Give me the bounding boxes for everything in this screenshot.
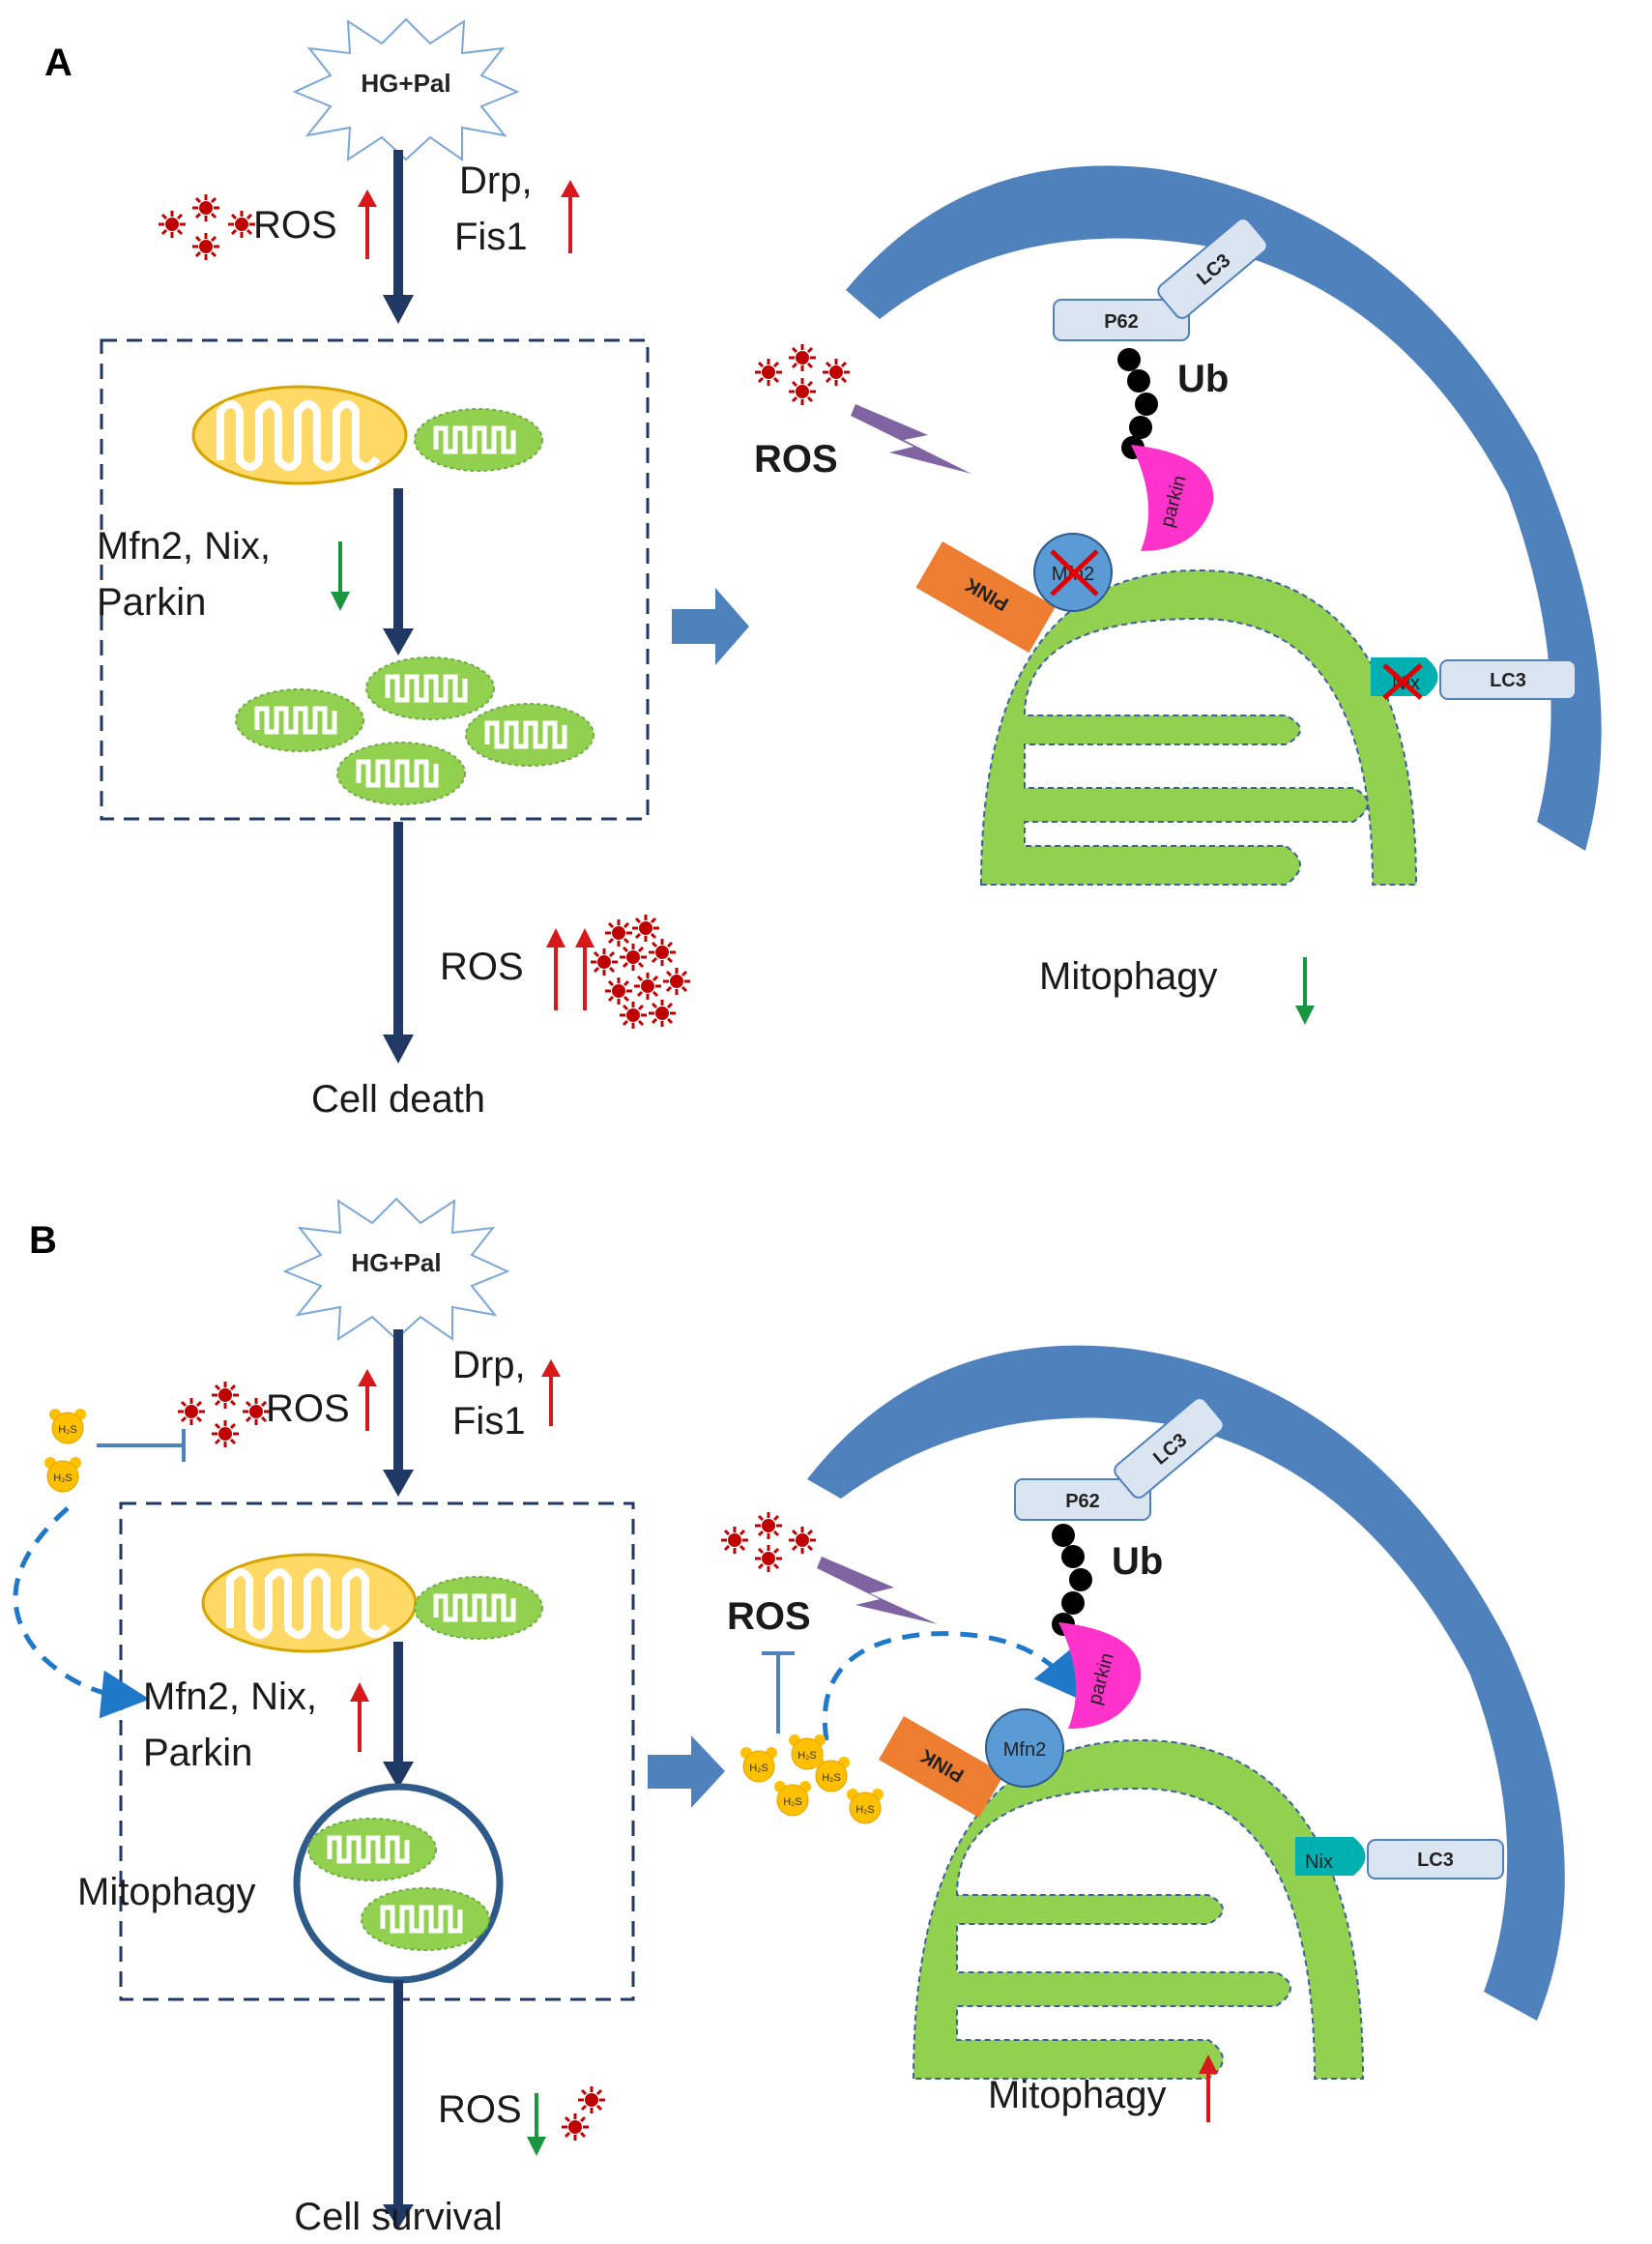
fission-label-1: Drp, — [452, 1344, 526, 1386]
mitochondrion-icon — [415, 409, 542, 471]
h2s-group-right — [739, 1734, 884, 1824]
ros-label: ROS — [266, 1387, 350, 1430]
nix-lc3-a: Nix LC3 — [1371, 657, 1577, 700]
pink-block-a: PINK — [915, 541, 1056, 654]
lightning-icon — [851, 404, 971, 474]
double-up-arrow-icon — [546, 928, 594, 1010]
cross-icon — [1050, 549, 1099, 597]
outcome-label: Cell survival — [294, 2196, 503, 2238]
up-arrow-icon — [358, 189, 377, 259]
ubiquitin-chain-b — [1052, 1524, 1092, 1636]
main-arrow-top-b — [383, 1329, 414, 1497]
ros-cluster-a — [589, 913, 692, 1031]
cross-icon — [1382, 663, 1423, 700]
lightning-icon — [817, 1557, 938, 1624]
block-arrow-right-a — [672, 588, 749, 665]
main-arrow-bottom-a — [383, 822, 414, 1064]
trigger-burst-a: HG+Pal — [292, 17, 520, 161]
ros-cluster-right-a — [753, 342, 852, 407]
phagophore-membrane-a — [846, 165, 1602, 851]
down-arrow-icon — [1295, 957, 1315, 1025]
ubiquitin-chain-a — [1117, 348, 1158, 459]
block-arrow-right-b — [648, 1735, 725, 1808]
outcome-label: Cell death — [311, 1078, 485, 1121]
large-mitochondrion-a — [979, 568, 1418, 886]
ros-cluster-right-b — [719, 1510, 818, 1574]
mitophagy-label: Mitophagy — [988, 2074, 1167, 2116]
inhibit-line-b — [97, 1429, 186, 1462]
panel-b-letter: B — [29, 1219, 57, 1262]
mfn-label-1: Mfn2, Nix, — [97, 525, 271, 568]
fused-mitochondrion-icon — [203, 1555, 416, 1651]
mfn2-active-b: Mfn2 — [985, 1708, 1064, 1788]
fission-label-2: Fis1 — [452, 1400, 526, 1443]
mfn2-label: Mfn2 — [1003, 1739, 1046, 1761]
p62-label: P62 — [1104, 311, 1139, 333]
ros-bottom-label: ROS — [438, 2088, 522, 2131]
mitochondrion-icon — [415, 1577, 542, 1639]
right-ros-label: ROS — [727, 1595, 811, 1638]
nix-label: Nix — [1305, 1851, 1333, 1873]
p62-label: P62 — [1065, 1491, 1100, 1512]
ros-few-b — [560, 2084, 607, 2142]
up-arrow-icon — [358, 1369, 377, 1431]
phagophore-membrane-b — [807, 1345, 1565, 2021]
p62-lc3-complex-b: P62 LC3 — [1014, 1397, 1225, 1521]
trigger-label: HG+Pal — [361, 69, 450, 98]
large-mitochondrion-b — [912, 1738, 1365, 2080]
panel-a: A HG+Pal ROS Drp, Fis1 Mfn2, Nix, Parkin — [44, 17, 1602, 1121]
up-arrow-icon — [561, 180, 580, 253]
p62-lc3-complex-a: P62 LC3 — [1053, 218, 1268, 341]
ros-bottom-label: ROS — [440, 946, 524, 988]
nix-lc3-b: Nix LC3 — [1295, 1837, 1504, 1880]
h2s-group-left — [43, 1408, 87, 1493]
inner-arrow-b — [383, 1642, 414, 1789]
inhibit-line-ros-b — [762, 1651, 795, 1734]
panel-a-letter: A — [44, 42, 72, 84]
up-arrow-icon — [350, 1682, 369, 1752]
ros-up-b: ROS — [176, 1369, 377, 1449]
down-arrow-icon — [331, 541, 350, 611]
main-arrow-top-a — [383, 150, 414, 324]
parkin-icon — [1058, 1622, 1142, 1729]
trigger-label: HG+Pal — [351, 1248, 441, 1277]
ub-label: Ub — [1112, 1540, 1163, 1583]
ub-label: Ub — [1177, 358, 1229, 400]
mfn2-blocked-a: Mfn2 — [1033, 533, 1113, 612]
mfn-label-2: Parkin — [143, 1732, 252, 1774]
fragmented-mitochondria-a — [236, 657, 594, 804]
pink-block-b: PINK — [879, 1716, 1004, 1819]
fused-mitochondrion-icon — [193, 387, 406, 483]
process-box-b — [119, 1501, 635, 2001]
lc3-right-label: LC3 — [1417, 1850, 1454, 1871]
inner-arrow-a — [383, 488, 414, 656]
mitophagy-left-label: Mitophagy — [77, 1871, 256, 1913]
main-arrow-bottom-b — [383, 1980, 414, 2229]
down-arrow-icon — [527, 2093, 546, 2156]
process-box-a — [100, 338, 650, 821]
ros-label: ROS — [253, 204, 337, 247]
autophagosome-b — [293, 1783, 504, 1984]
fission-label-2: Fis1 — [454, 216, 528, 258]
parkin-icon — [1131, 445, 1214, 551]
trigger-burst-b: HG+Pal — [282, 1197, 510, 1341]
right-ros-label: ROS — [754, 438, 838, 481]
up-arrow-icon — [541, 1359, 561, 1426]
fission-label-1: Drp, — [459, 160, 533, 202]
dashed-promote-arrow-left — [13, 1506, 150, 1719]
lc3-right-label: LC3 — [1490, 670, 1526, 691]
mitophagy-label: Mitophagy — [1039, 955, 1218, 998]
up-arrow-icon — [1199, 2055, 1218, 2122]
mfn-label-2: Parkin — [97, 581, 206, 624]
ros-up-a: ROS — [157, 189, 377, 262]
panel-b: B HG+Pal ROS Drp, Fis1 — [13, 1197, 1565, 2238]
mfn-label-1: Mfn2, Nix, — [143, 1676, 317, 1718]
